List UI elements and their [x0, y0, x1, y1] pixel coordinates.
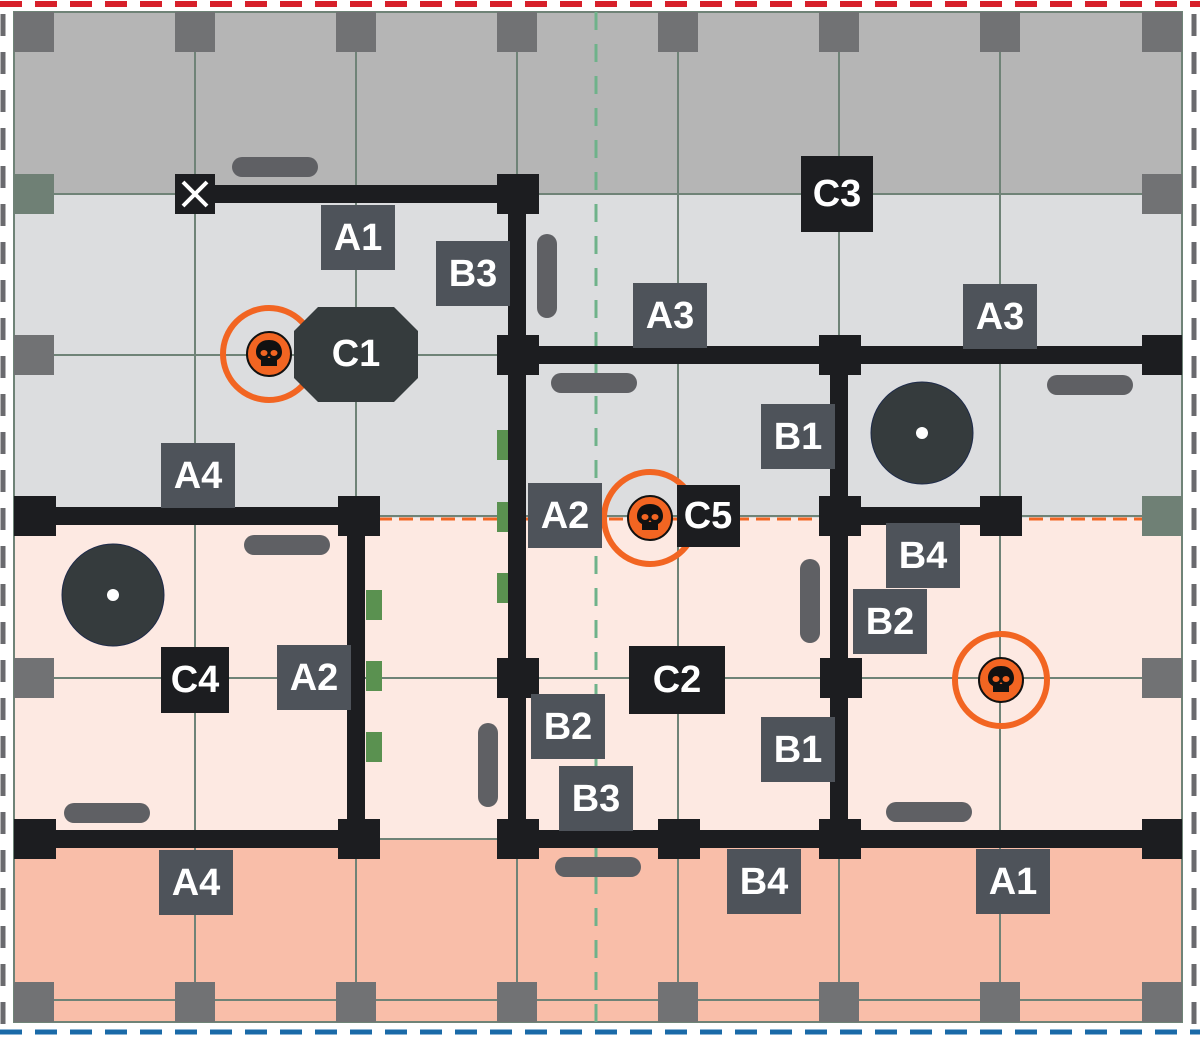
label-b3-bottom: B3	[559, 766, 633, 831]
label-a3-mid: A3	[633, 283, 707, 348]
svg-text:A4: A4	[174, 455, 223, 497]
label-a4-bottom: A4	[159, 850, 233, 915]
skull-icon	[246, 331, 292, 377]
svg-text:C5: C5	[684, 495, 733, 537]
label-a2-mid: A2	[528, 483, 602, 548]
label-a1-bottom: A1	[976, 849, 1050, 914]
label-a4-top: A4	[161, 443, 235, 508]
objective-marker[interactable]	[952, 631, 1050, 729]
svg-text:B3: B3	[572, 778, 621, 820]
svg-text:A1: A1	[334, 217, 383, 259]
svg-text:B3: B3	[449, 253, 498, 295]
svg-text:A3: A3	[646, 295, 695, 337]
label-b2-mid: B2	[531, 694, 605, 759]
svg-text:B2: B2	[866, 601, 915, 643]
label-a2-left: A2	[277, 645, 351, 710]
label-b2-right: B2	[853, 589, 927, 654]
svg-text:A1: A1	[989, 861, 1038, 903]
terrain-c3: C3	[801, 156, 873, 232]
svg-text:B1: B1	[774, 729, 823, 771]
label-b4-right: B4	[886, 523, 960, 588]
svg-text:C2: C2	[653, 659, 702, 701]
label-a3-right: A3	[963, 284, 1037, 349]
terrain-c2: C2	[629, 646, 725, 714]
svg-text:B4: B4	[899, 535, 948, 577]
svg-text:C4: C4	[171, 659, 220, 701]
edge-markers	[14, 12, 1182, 1022]
round-terrain	[61, 381, 974, 647]
svg-text:A2: A2	[541, 495, 590, 537]
svg-text:B4: B4	[740, 861, 789, 903]
svg-text:C3: C3	[813, 173, 862, 215]
svg-text:B1: B1	[774, 416, 823, 458]
skull-icon	[978, 657, 1024, 703]
x-icon[interactable]	[175, 174, 215, 214]
label-b3-top: B3	[436, 241, 510, 306]
terrain-c4: C4	[161, 647, 229, 713]
terrain-c5: C5	[677, 485, 740, 547]
skull-icon	[627, 495, 673, 541]
svg-text:A3: A3	[976, 296, 1025, 338]
label-b4-bottom: B4	[727, 849, 801, 914]
svg-text:A2: A2	[290, 657, 339, 699]
label-b1-top: B1	[761, 404, 835, 469]
walls	[14, 174, 1182, 859]
terrain-c1: C1	[294, 307, 418, 402]
barricades	[64, 157, 1133, 877]
svg-text:B2: B2	[544, 706, 593, 748]
svg-text:A4: A4	[172, 862, 221, 904]
svg-text:C1: C1	[332, 333, 381, 375]
label-a1-top: A1	[321, 205, 395, 270]
label-b1-bottom: B1	[761, 717, 835, 782]
